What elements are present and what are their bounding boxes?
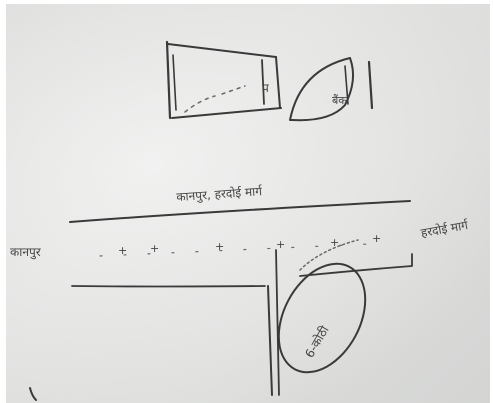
- corner-stroke: [29, 387, 37, 401]
- building-mark: प: [262, 81, 269, 95]
- road: [69, 200, 413, 288]
- road-marks: + + + + + +: [118, 232, 381, 257]
- road-mark: +: [118, 244, 127, 257]
- road-mark: +: [150, 242, 159, 255]
- dotted-arc: [299, 239, 359, 271]
- tree-oval: [289, 57, 374, 122]
- side-lane: [267, 249, 280, 396]
- lower-oval: [277, 262, 367, 374]
- road-mark: +: [276, 238, 285, 251]
- building-rectangle: [165, 40, 282, 120]
- lower-circle-label: 6-कोठी: [302, 323, 332, 361]
- road-mark: +: [372, 232, 381, 245]
- road-mark: +: [330, 236, 339, 249]
- top-caption: कानपुर, हरदोई मार्ग: [176, 184, 264, 205]
- right-label: हरदोई मार्ग: [420, 218, 470, 240]
- paper-sheet: [6, 4, 490, 403]
- left-label: कानपुर: [10, 245, 42, 260]
- circle-label: बैंक: [332, 94, 347, 107]
- road-mark: +: [215, 240, 224, 253]
